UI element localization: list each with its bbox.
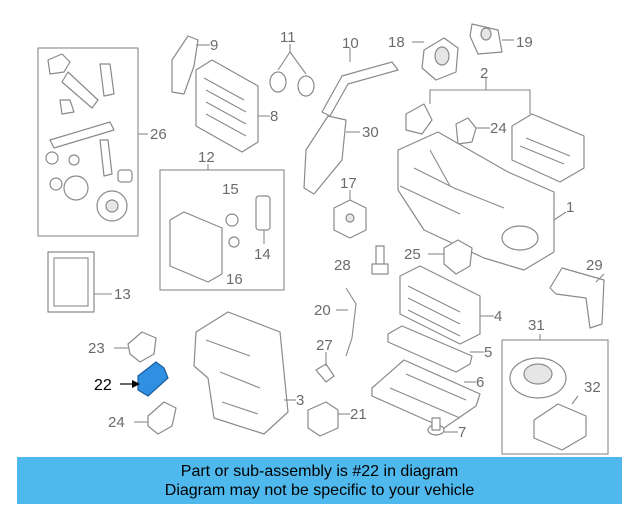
info-banner: Part or sub-assembly is #22 in diagram D… (17, 457, 622, 504)
callout-21: 21 (350, 406, 367, 423)
callout-23: 23 (88, 340, 105, 357)
callout-6: 6 (476, 374, 484, 391)
part-26-links (45, 53, 133, 222)
part-8 (195, 59, 259, 153)
callout-8: 8 (270, 108, 278, 125)
part-1 (397, 131, 555, 271)
parts-diagram: 1 2 3 4 5 6 7 8 9 10 11 12 13 14 15 16 1… (37, 23, 609, 455)
part-5 (387, 325, 473, 373)
callout-26: 26 (150, 126, 167, 143)
part-6 (371, 359, 481, 429)
callout-30: 30 (362, 124, 379, 141)
part-7 (427, 417, 445, 436)
callout-31: 31 (528, 317, 545, 334)
part-26-frame (37, 47, 139, 237)
callout-labels: 1 2 3 4 5 6 7 8 9 10 11 12 13 14 15 16 1… (88, 29, 603, 441)
callout-12: 12 (198, 149, 215, 166)
part-10 (321, 61, 399, 117)
part-18 (421, 37, 459, 81)
part-12-block (169, 211, 223, 283)
part-20 (345, 287, 357, 357)
callout-7: 7 (458, 424, 466, 441)
part-31-blower (509, 357, 567, 399)
banner-line-2: Diagram may not be specific to your vehi… (164, 482, 475, 499)
part-21 (307, 401, 339, 437)
part-32 (533, 403, 587, 451)
callout-1: 1 (566, 199, 574, 216)
callout-15: 15 (222, 181, 239, 198)
callout-4: 4 (494, 308, 502, 325)
part-29 (549, 267, 605, 329)
part-15 (225, 213, 239, 227)
part-31-frame (501, 339, 609, 455)
part-16 (228, 236, 240, 248)
callout-27: 27 (316, 337, 333, 354)
part-30 (303, 115, 347, 195)
callout-18: 18 (388, 34, 405, 51)
callout-24-top: 24 (490, 120, 507, 137)
part-14 (255, 195, 271, 231)
part-25 (443, 239, 473, 275)
part-24-bottom (147, 401, 177, 435)
part-2-a (405, 103, 433, 135)
part-22-highlighted (137, 361, 169, 397)
callout-20: 20 (314, 302, 331, 319)
part-2-b (511, 113, 585, 183)
callout-17: 17 (340, 175, 357, 192)
callout-2: 2 (480, 65, 488, 82)
callout-28: 28 (334, 257, 351, 274)
part-3 (193, 311, 289, 435)
callout-22: 22 (94, 377, 112, 394)
callout-24-bottom: 24 (108, 414, 125, 431)
part-13 (47, 251, 95, 313)
banner-line-1: Part or sub-assembly is #22 in diagram (180, 463, 459, 480)
part-12-frame (159, 169, 285, 291)
callout-11: 11 (280, 29, 296, 46)
callout-25: 25 (404, 246, 421, 263)
callout-29: 29 (586, 257, 603, 274)
part-24-top (455, 117, 477, 145)
callout-14: 14 (254, 246, 271, 263)
part-19 (469, 23, 503, 55)
part-11 (269, 71, 315, 97)
callout-9: 9 (210, 37, 218, 54)
callout-32: 32 (584, 379, 601, 396)
part-9 (171, 35, 199, 95)
part-23 (127, 331, 157, 363)
callout-16: 16 (226, 271, 243, 288)
callout-3: 3 (296, 392, 304, 409)
callout-10: 10 (342, 35, 359, 52)
part-4 (399, 265, 481, 345)
part-27 (315, 363, 335, 383)
callout-13: 13 (114, 286, 131, 303)
callout-5: 5 (484, 344, 492, 361)
callout-19: 19 (516, 34, 533, 51)
part-28 (371, 245, 389, 275)
